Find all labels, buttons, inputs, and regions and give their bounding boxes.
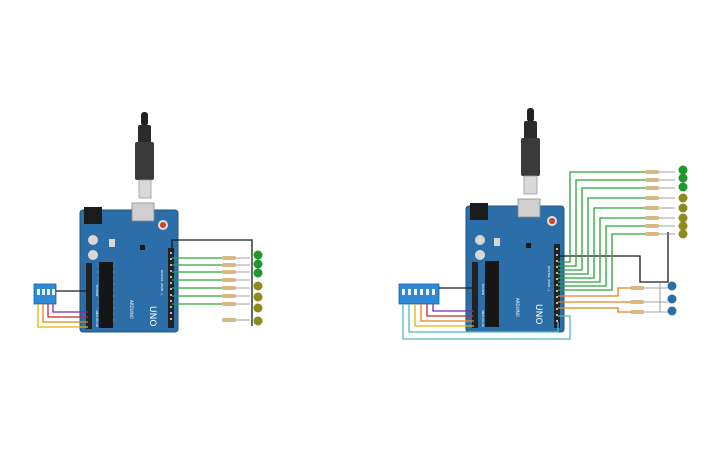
board-power-label: POWER [95, 285, 99, 296]
leds-left [253, 250, 263, 326]
led-olive-r2 [678, 203, 688, 213]
board-analog-label-right: ANALOG IN [481, 310, 485, 327]
board-power-label-right: POWER [481, 284, 485, 295]
led-green-1 [253, 250, 263, 260]
board-model-label: UNO [147, 306, 157, 326]
board-digital-label: DIGITAL (PWM~) [160, 270, 164, 295]
circuit-right: UNO ARDUINO DIGITAL (PWM~) POWER ANALOG … [398, 108, 688, 340]
board-model-label-right: UNO [533, 304, 543, 324]
arduino-board-left[interactable]: UNO ARDUINO DIGITAL (PWM~) POWER ANALOG … [79, 202, 179, 333]
led-olive-r3 [678, 213, 688, 223]
led-olive-2 [253, 292, 263, 302]
led-green-r2 [678, 173, 688, 183]
led-blue-1 [667, 281, 677, 291]
led-green-3 [253, 268, 263, 278]
usb-cable-right [521, 108, 540, 195]
led-olive-3 [253, 303, 263, 313]
signal-wires-right [558, 171, 645, 291]
resistors-right-lower [630, 286, 644, 314]
circuit-left: UNO ARDUINO DIGITAL (PWM~) POWER ANALOG … [33, 112, 263, 333]
led-olive-r4 [678, 221, 688, 231]
board-analog-label: ANALOG IN [95, 310, 99, 327]
dip-wires-left [37, 290, 88, 328]
led-olive-1 [253, 281, 263, 291]
board-brand-label-right: ARDUINO [515, 298, 520, 317]
ground-wire-right [558, 232, 669, 283]
led-blue-2 [667, 294, 677, 304]
board-brand-label: ARDUINO [129, 300, 134, 319]
led-olive-r1 [678, 193, 688, 203]
mcu-pins-left [97, 265, 115, 321]
signal-wires-left [172, 257, 222, 305]
dip-switch-right[interactable] [398, 283, 440, 305]
ground-wire-left [171, 239, 253, 326]
led-green-r3 [678, 182, 688, 192]
led-olive-4 [253, 316, 263, 326]
resistors-right-upper [645, 170, 659, 236]
resistors-left [222, 256, 236, 322]
arduino-board-right[interactable]: UNO ARDUINO DIGITAL (PWM~) POWER ANALOG … [465, 198, 565, 333]
digital-pins-right [556, 248, 558, 322]
led-blue-3 [667, 306, 677, 316]
usb-cable-left [135, 112, 154, 199]
board-digital-label-right: DIGITAL (PWM~) [547, 266, 551, 291]
leds-right [678, 165, 688, 239]
dip-wires-right [402, 287, 571, 340]
rgb-leads-right [644, 282, 668, 313]
resistor-leads-left [236, 257, 250, 321]
led-green-2 [253, 259, 263, 269]
orange-wires-right [558, 287, 630, 313]
dip-switch-left[interactable] [33, 283, 57, 305]
led-olive-r5 [678, 229, 688, 239]
resistor-leads-right [659, 171, 675, 235]
led-green-r1 [678, 165, 688, 175]
rgb-leds-right [667, 281, 677, 316]
digital-pins-left [170, 252, 172, 320]
